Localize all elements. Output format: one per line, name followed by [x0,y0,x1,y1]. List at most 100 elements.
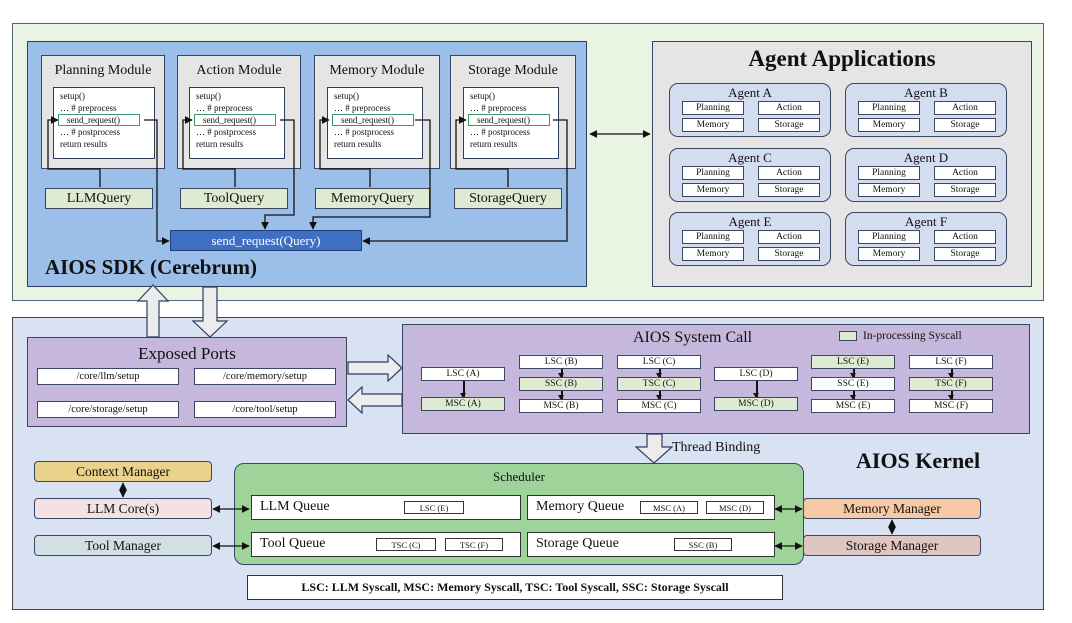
agent-module-storage: Storage [758,183,820,197]
syscall-flow-arrow [656,369,662,378]
syscall-box: MSC (D) [714,397,798,411]
syscall-abbreviations: LSC: LLM Syscall, MSC: Memory Syscall, T… [247,575,783,600]
send-request-call: send_request() [332,114,414,126]
memory-manager: Memory Manager [803,498,981,519]
syscall-flow-arrow [460,381,466,398]
port-memory-setup: /core/memory/setup [194,368,336,385]
sdk-to-ports-arrow [191,286,229,338]
legend-label: In-processing Syscall [863,330,962,342]
agent-name: Agent D [903,150,949,165]
agent-module-action: Action [758,230,820,244]
port-tool-setup: /core/tool/setup [194,401,336,418]
context-manager: Context Manager [34,461,212,482]
syscall-box: TSC (C) [617,377,701,391]
code-line: … # postprocess [60,127,120,137]
thread-binding-label: Thread Binding [672,440,761,455]
agent-module-storage: Storage [758,118,820,132]
exposed-ports-title: Exposed Ports [138,344,236,363]
code-block: setup() … # preprocess send_request() … … [53,87,155,159]
system-call-title: AIOS System Call [633,329,753,346]
code-line: return results [334,139,382,149]
kernel-title: AIOS Kernel [856,448,981,473]
syscall-box: LSC (F) [909,355,993,369]
syscall-box: SSC (B) [519,377,603,391]
queue-item: MSC (D) [706,501,764,514]
agent-name: Agent F [904,214,948,229]
llm-queue: LLM Queue LSC (E) [251,495,521,520]
agent-module-storage: Storage [934,247,996,261]
queue-label: Memory Queue [536,499,625,514]
exposed-ports-panel: Exposed Ports /core/llm/setup /core/memo… [27,337,347,427]
syscall-to-ports-arrow [347,385,403,415]
agent-module-action: Action [758,101,820,115]
storage-send-arrow [362,119,568,245]
code-line: … # preprocess [334,103,391,113]
syscall-flow-arrow [656,391,662,400]
tool-query: ToolQuery [180,188,288,209]
agent-module-storage: Storage [934,118,996,132]
queue-item: LSC (E) [404,501,464,514]
syscall-flow-arrow [558,369,564,378]
action-send-arrow [261,119,295,230]
agent-module-memory: Memory [682,247,744,261]
syscall-box: MSC (E) [811,399,895,413]
agent-module-memory: Memory [858,247,920,261]
syscall-box: MSC (A) [421,397,505,411]
code-block: setup() … # preprocess send_request() … … [327,87,423,159]
syscall-box: LSC (B) [519,355,603,369]
thread-binding-arrow [634,433,674,464]
agent-module-planning: Planning [682,101,744,115]
code-line: … # postprocess [196,127,256,137]
agent-module-planning: Planning [858,101,920,115]
queue-item: TSC (C) [376,538,436,551]
syscall-flow-arrow [558,391,564,400]
agent-module-planning: Planning [682,166,744,180]
llm-query: LLMQuery [45,188,153,209]
syscall-box: LSC (A) [421,367,505,381]
tool-queue: Tool Queue TSC (C) TSC (F) [251,532,521,557]
agent-applications-title: Agent Applications [748,46,936,71]
code-line: … # postprocess [334,127,394,137]
syscall-flow-arrow [753,381,759,398]
code-line: setup() [470,91,495,101]
module-title: Planning Module [54,63,152,78]
module-title: Storage Module [468,63,558,78]
storage-query: StorageQuery [454,188,562,209]
send-request-call: send_request() [468,114,550,126]
module-title: Action Module [196,63,282,78]
memory-module: Memory Module setup() … # preprocess sen… [314,55,440,169]
code-line: return results [470,139,518,149]
agent-module-memory: Memory [682,183,744,197]
queue-label: LLM Queue [260,499,330,514]
ports-to-syscall-arrow [347,353,403,383]
sdk-title: AIOS SDK (Cerebrum) [45,255,257,279]
agent-module-storage: Storage [934,183,996,197]
queue-item: TSC (F) [445,538,503,551]
port-storage-setup: /core/storage/setup [37,401,179,418]
scheduler-title: Scheduler [493,469,545,484]
storage-loop-arrow [455,116,509,187]
code-line: return results [60,139,108,149]
send-request-query-box: send_request(Query) [170,230,362,251]
send-request-call: send_request() [194,114,276,126]
action-module: Action Module setup() … # preprocess sen… [177,55,301,169]
code-block: setup() … # preprocess send_request() … … [189,87,285,159]
code-block: setup() … # preprocess send_request() … … [463,87,559,159]
code-line: … # postprocess [470,127,530,137]
memory-send-arrow [309,119,431,230]
agent-module-action: Action [934,101,996,115]
storage-module: Storage Module setup() … # preprocess se… [450,55,576,169]
syscall-box: MSC (C) [617,399,701,413]
syscall-box: SSC (E) [811,377,895,391]
queue-item: MSC (A) [640,501,698,514]
llm-core: LLM Core(s) [34,498,212,519]
agent-name: Agent B [904,85,948,100]
planning-module: Planning Module setup() … # preprocess s… [41,55,165,169]
syscall-box: LSC (D) [714,367,798,381]
